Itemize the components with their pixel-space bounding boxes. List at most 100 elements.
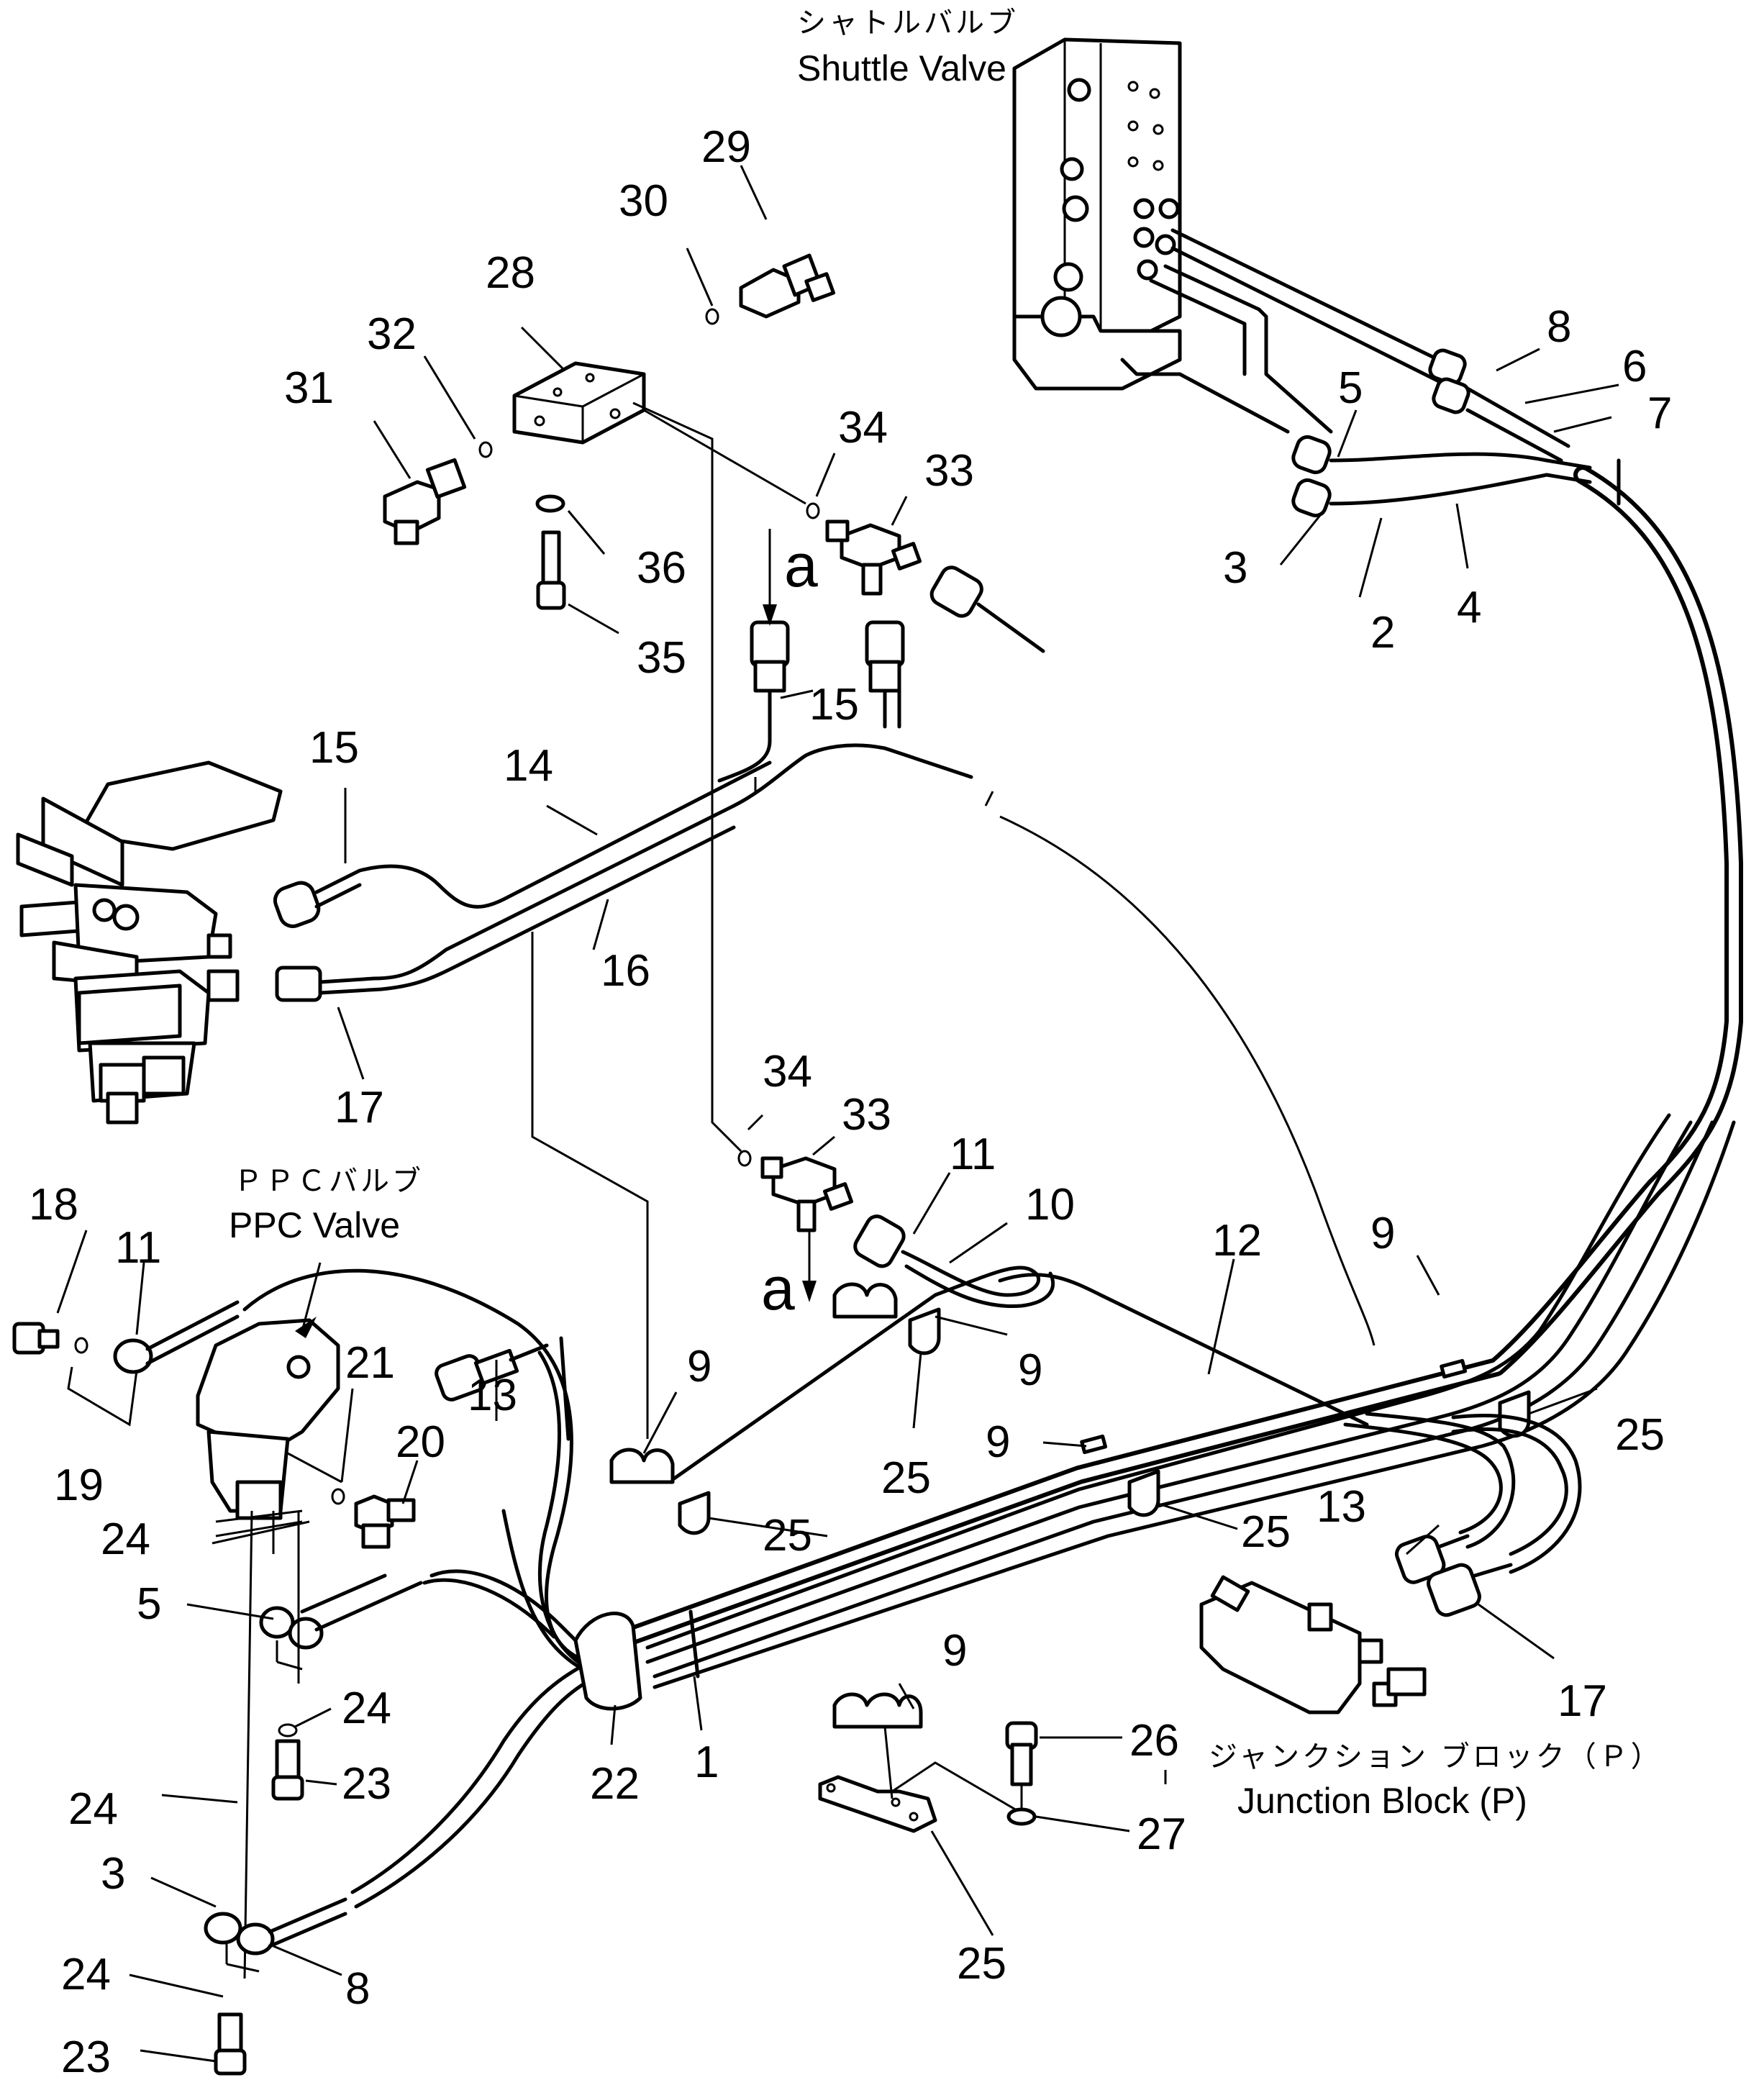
junction-block-jp-label: ジャンクション ブロック（Ｐ） — [1209, 1740, 1663, 1773]
ppc-valve-jp-label: ＰＰＣバルブ — [234, 1165, 424, 1198]
part-number: 16 — [601, 946, 650, 996]
part-number: 33 — [842, 1090, 891, 1140]
junction-block-label: Junction Block (P) — [1237, 1781, 1527, 1821]
view-a-label-bottom: a — [761, 1255, 795, 1322]
part-number: 11 — [950, 1130, 996, 1179]
shuttle-valve-jp-label: シャトルバルブ — [797, 6, 1019, 40]
elbow-fitting-29 — [739, 253, 836, 319]
thin-guide-lines — [531, 932, 1167, 1784]
connector-top-right — [929, 565, 1045, 653]
ppc-vertical-lines — [161, 1509, 303, 1979]
clamp-bands — [573, 1609, 700, 1711]
ppc-hose-loop — [242, 1268, 592, 1671]
part-number: 25 — [1241, 1507, 1291, 1557]
bolt-26 — [1005, 1721, 1038, 1826]
part-number: 18 — [29, 1180, 78, 1230]
part-number: 8 — [345, 1964, 370, 2014]
part-number: 24 — [61, 1950, 111, 1999]
part-number: 12 — [1212, 1216, 1262, 1266]
part-number: 31 — [284, 363, 334, 413]
part-number: 17 — [1558, 1676, 1607, 1726]
part-number: 4 — [1457, 583, 1481, 632]
connectors-a-top — [717, 620, 905, 783]
pedal-valve — [16, 760, 283, 1125]
part-number: 30 — [619, 176, 668, 226]
bolt-35 — [535, 494, 566, 610]
hose-10-11 — [667, 1214, 1369, 1484]
part-number: 8 — [1547, 302, 1571, 352]
view-a-label-top: a — [784, 532, 818, 599]
bolt-23-upper — [271, 1723, 304, 1801]
part-number: 21 — [345, 1338, 395, 1388]
part-number: 3 — [101, 1849, 125, 1899]
brackets-25 — [678, 1307, 1531, 1833]
part-number: 34 — [838, 403, 888, 453]
part-number: 2 — [1370, 608, 1395, 658]
part-number: 24 — [342, 1684, 391, 1733]
block-28 — [512, 361, 646, 445]
part-number: 34 — [763, 1047, 812, 1096]
part-number: 15 — [809, 680, 859, 730]
part-number: 28 — [486, 248, 535, 298]
part-number: 14 — [504, 741, 553, 791]
part-number: 17 — [335, 1083, 384, 1132]
part-number: 36 — [637, 543, 686, 593]
part-number: 9 — [1370, 1209, 1395, 1258]
junction-block — [1199, 1575, 1427, 1714]
part-number: 13 — [1317, 1482, 1366, 1532]
part-number: 25 — [1615, 1410, 1665, 1460]
part-number: 1 — [694, 1738, 719, 1787]
part-number: 27 — [1137, 1809, 1186, 1859]
part-number: 11 — [115, 1223, 161, 1273]
part-number: 7 — [1647, 389, 1672, 438]
elbow-fitting-31 — [383, 458, 467, 545]
part-number: 10 — [1025, 1180, 1075, 1230]
part-number: 5 — [137, 1579, 161, 1629]
shuttle-valve-label: Shuttle Valve — [797, 48, 1006, 88]
part-number: 23 — [342, 1759, 391, 1809]
part-number: 9 — [986, 1417, 1010, 1467]
hose-15-16-17-14 — [273, 743, 1376, 1346]
hose-bundle — [581, 386, 1743, 1689]
part-number: 25 — [763, 1511, 812, 1561]
o-rings — [74, 308, 820, 1505]
callouts: シャトルバルブ Shuttle Valve ＰＰＣバルブ PPC Valve ジ… — [29, 6, 1672, 2082]
part-number: 5 — [1338, 363, 1363, 413]
part-number: 20 — [396, 1417, 445, 1467]
part-number: 6 — [1622, 342, 1647, 391]
clamps-9 — [609, 1282, 1468, 1729]
tee-fitting-33-bottom — [760, 1156, 854, 1302]
shuttle-pilot-lines — [1120, 228, 1455, 434]
part-number: 25 — [881, 1453, 931, 1503]
part-number: 9 — [687, 1342, 711, 1391]
shuttle-valve — [1012, 37, 1182, 391]
pilot-line-thin — [632, 401, 806, 1153]
part-number: 3 — [1223, 543, 1247, 593]
part-number: 15 — [309, 723, 359, 773]
bolt-23-lower — [214, 2012, 247, 2076]
hose-fittings-upper-right — [1291, 348, 1470, 518]
part-number: 25 — [957, 1939, 1006, 1989]
part-number: 29 — [701, 122, 751, 172]
part-number: 9 — [942, 1626, 967, 1676]
part-number: 23 — [61, 2032, 111, 2082]
part-number: 13 — [468, 1371, 517, 1420]
leader-lines — [56, 165, 1619, 2063]
ppc-valve — [196, 1318, 340, 1520]
banjo-3-8 — [204, 1660, 599, 1973]
banjo-fitting-11-left — [12, 1300, 240, 1427]
part-number: 9 — [1018, 1345, 1042, 1395]
part-number: 26 — [1129, 1716, 1179, 1766]
part-number: 19 — [54, 1461, 104, 1510]
part-number: 35 — [637, 633, 686, 683]
ppc-valve-label: PPC Valve — [229, 1205, 400, 1245]
elbow-fitting-20 — [287, 1452, 416, 1549]
tee-fitting-33-top — [825, 519, 922, 596]
part-number: 33 — [924, 446, 974, 496]
junction-hoses — [1343, 1412, 1582, 1617]
part-number: 22 — [590, 1759, 640, 1809]
part-number: 32 — [367, 309, 417, 359]
part-number: 24 — [101, 1514, 150, 1564]
